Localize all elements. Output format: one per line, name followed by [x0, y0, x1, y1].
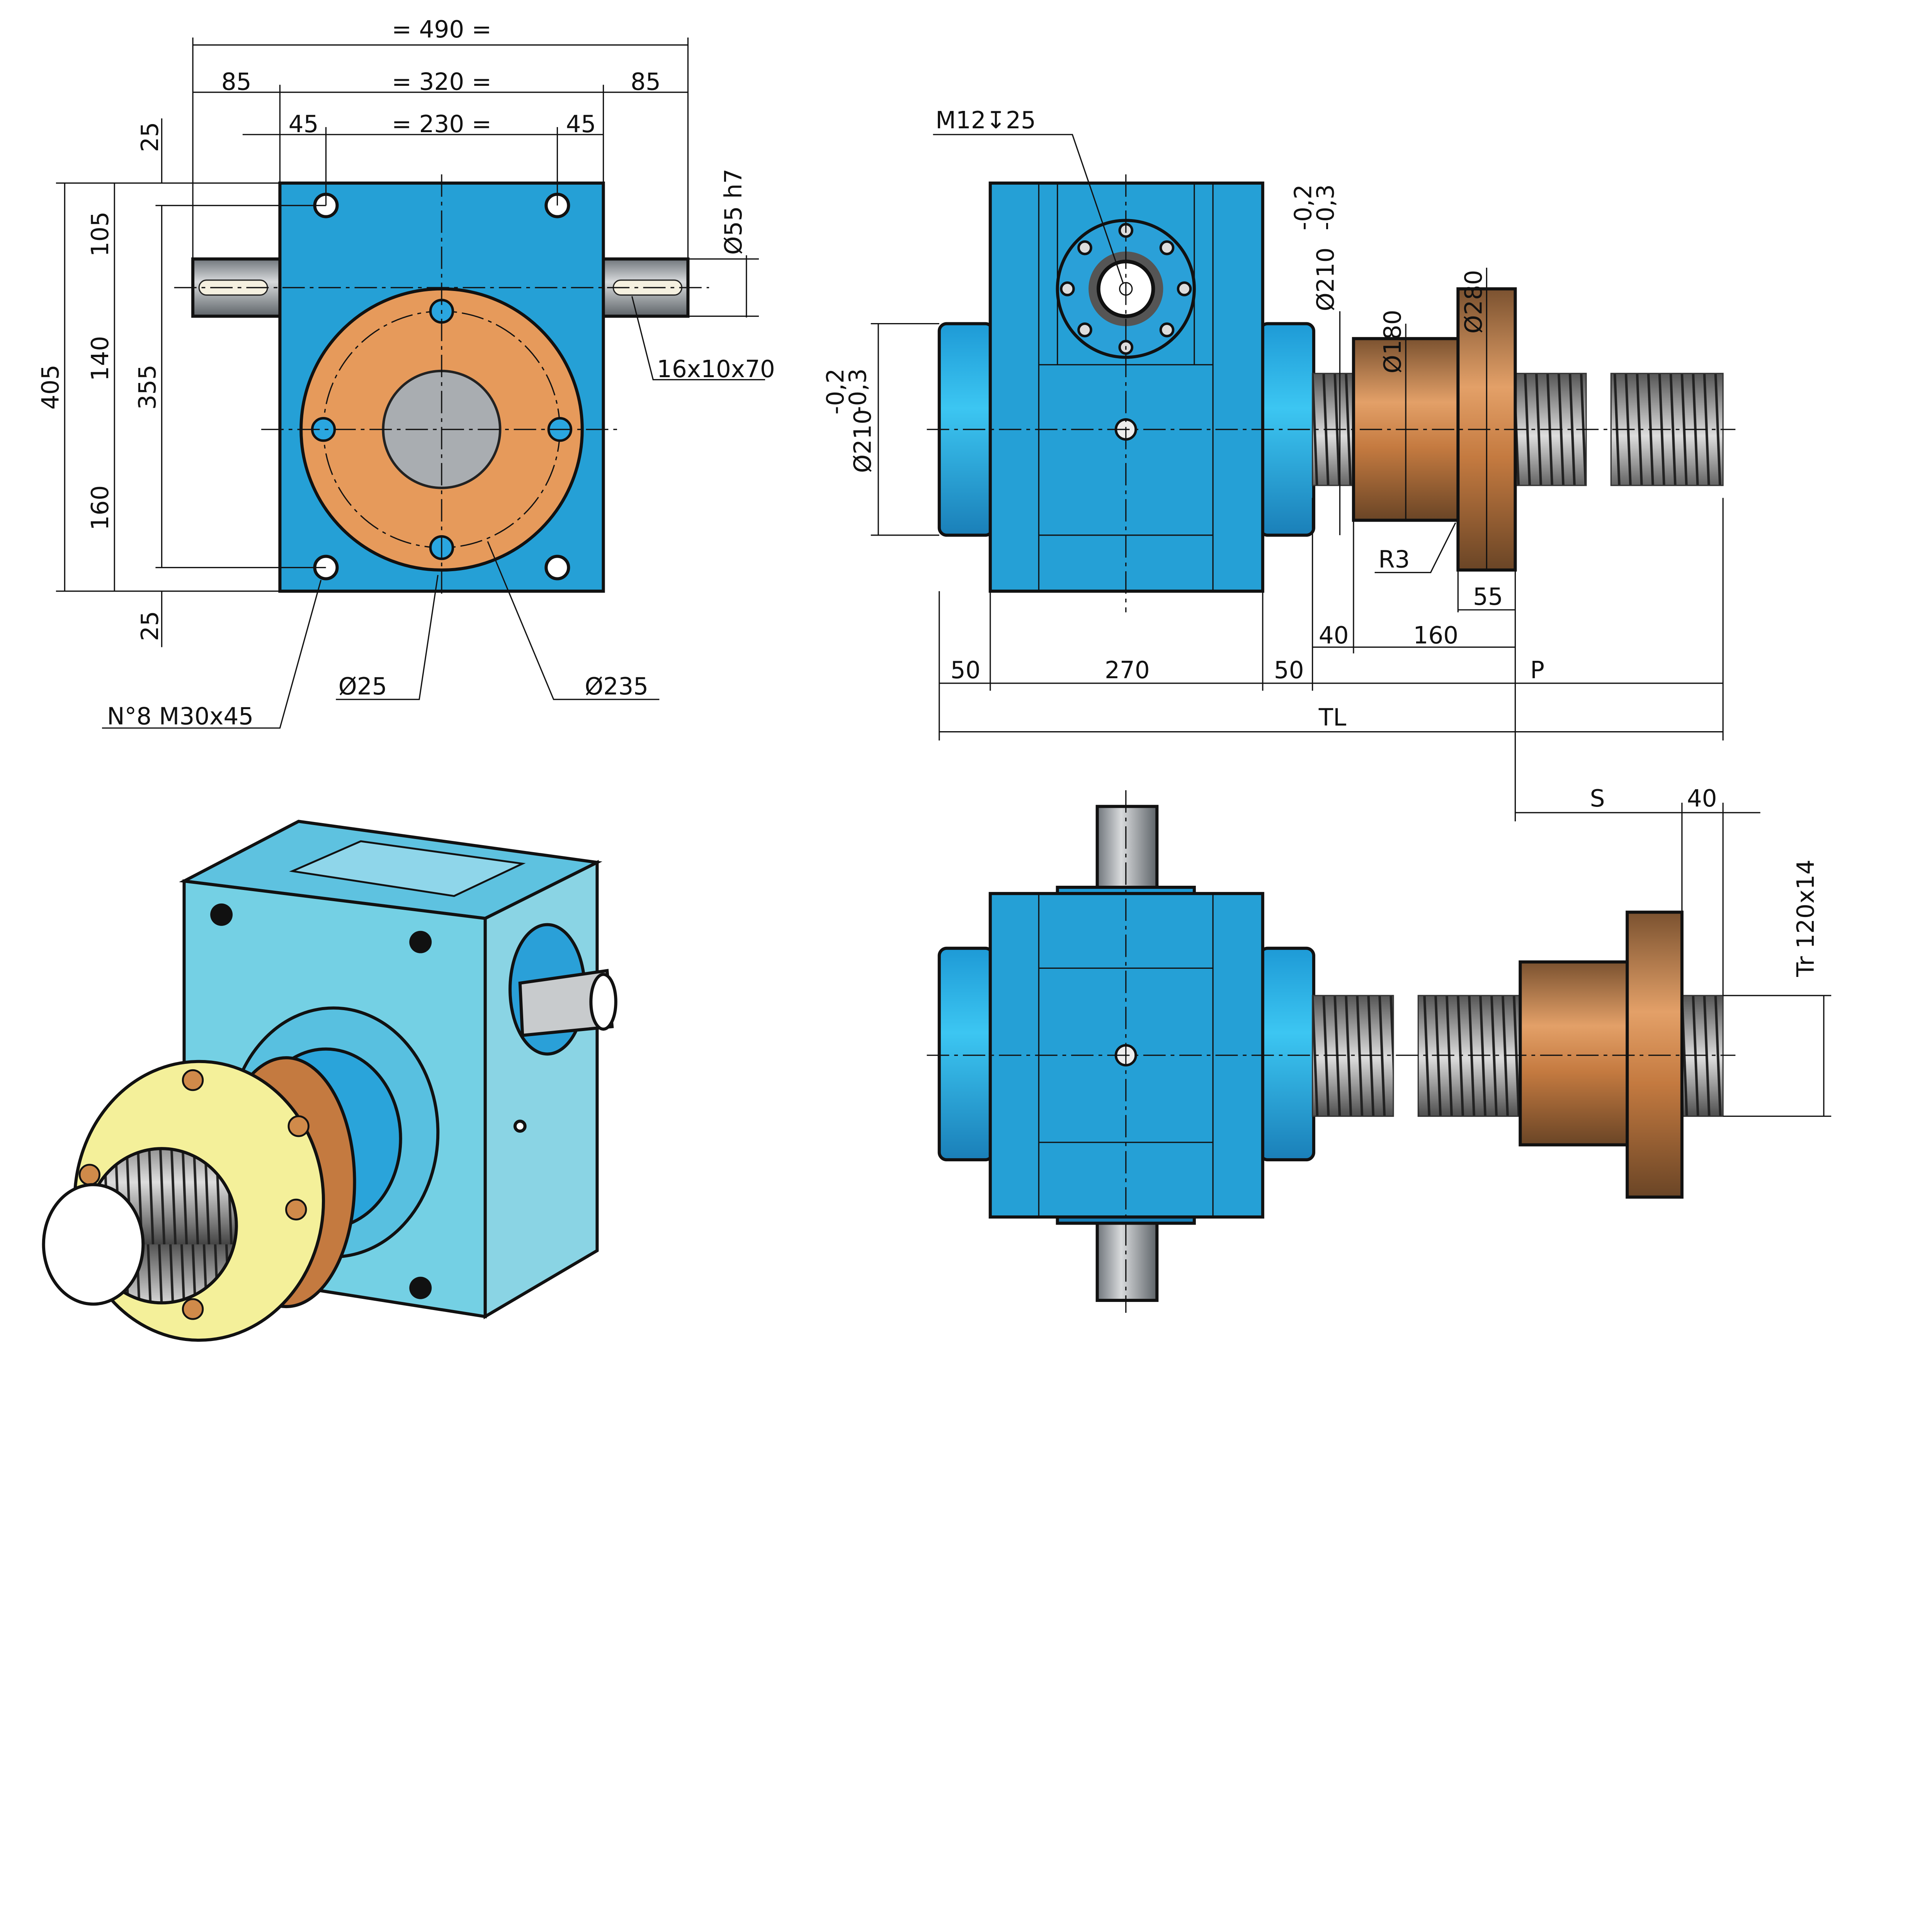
- dim-490: = 490 =: [392, 16, 492, 43]
- tol-lower: -0,3: [844, 368, 872, 414]
- holes-callout: N°8 M30x45: [107, 703, 253, 730]
- dim-405: 405: [37, 364, 64, 410]
- right-cylinder: [1259, 946, 1315, 1162]
- flange-diameter: Ø280: [1460, 270, 1488, 334]
- dim-55: 55: [1473, 583, 1503, 611]
- housing-dia-text: Ø210: [1312, 248, 1339, 311]
- isometric-view: [42, 820, 617, 1342]
- small-hole-callout: Ø25: [338, 673, 387, 700]
- shaft-diameter-callout: Ø55 h7: [720, 168, 747, 255]
- dim-50-left: 50: [951, 657, 981, 684]
- dim-270: 270: [1105, 657, 1150, 684]
- tol-upper: -0,2: [1289, 184, 1317, 230]
- top-view: = 490 = 85 = 320 = 85 45 = 230 = 45 25 1…: [37, 16, 775, 730]
- iso-mounting-holes: [210, 903, 527, 1299]
- side-view: S 40 Tr 120x14: [927, 785, 1832, 1313]
- iso-input-shaft: [518, 969, 614, 1037]
- thread-callout-group: Tr 120x14: [1792, 859, 1820, 977]
- key-callout: 16x10x70: [657, 356, 775, 383]
- dim-85-left: 85: [221, 68, 252, 95]
- dimension-lines: [56, 37, 765, 729]
- pitch-circle-callout: Ø235: [585, 673, 648, 700]
- housing-diameter-left: Ø210-0,2-0,3: [822, 368, 877, 473]
- thread-callout: Tr 120x14: [1792, 859, 1820, 977]
- dim-160: 160: [1413, 622, 1458, 649]
- dim-105: 105: [87, 211, 114, 257]
- housing-dia-text: Ø210: [849, 409, 877, 473]
- dimension-lines: [871, 134, 1724, 822]
- dim-230: = 230 =: [392, 111, 492, 138]
- tapped-hole-size: M12: [935, 107, 986, 134]
- input-shaft-bottom: [1095, 1209, 1159, 1302]
- depth-symbol: ↧: [986, 107, 1006, 134]
- dim-25-bottom: 25: [136, 611, 164, 641]
- tol-lower: -0,3: [1312, 184, 1339, 230]
- cover-bolts: [1060, 223, 1192, 355]
- tapped-hole-depth: 25: [1006, 107, 1036, 134]
- nut-diameter-group: Ø180: [1379, 310, 1406, 373]
- dim-140: 140: [87, 336, 114, 381]
- front-view: M12↧25 Ø210-0,2-0,3 Ø210-0,2-0,3 Ø180 Ø2…: [822, 107, 1736, 822]
- dim-320: = 320 =: [392, 68, 492, 95]
- dim-tl: TL: [1318, 704, 1346, 731]
- dim-85-right: 85: [631, 68, 661, 95]
- housing-diameter-right: Ø210 -0,2-0,3: [1289, 184, 1339, 311]
- flange-diameter-group: Ø280: [1460, 270, 1488, 334]
- dimension-lines: [1515, 803, 1832, 1117]
- nut-diameter: Ø180: [1379, 310, 1406, 373]
- tapped-hole-callout: M12↧25: [935, 107, 1036, 134]
- left-cylinder: [937, 946, 995, 1162]
- iso-flange-holes: [78, 1069, 310, 1320]
- dim-40: 40: [1319, 622, 1349, 649]
- radius-callout: R3: [1378, 546, 1410, 573]
- dim-40-end: 40: [1687, 785, 1717, 812]
- dim-25-top: 25: [136, 122, 164, 152]
- dim-160: 160: [87, 485, 114, 531]
- dim-45-right: 45: [566, 111, 596, 138]
- dim-p: P: [1530, 657, 1544, 684]
- dim-355: 355: [134, 364, 161, 410]
- dim-50-right: 50: [1274, 657, 1304, 684]
- technical-drawing: = 490 = 85 = 320 = 85 45 = 230 = 45 25 1…: [37, 16, 1832, 1342]
- iso-screw-end: [42, 1183, 145, 1306]
- input-shaft-top: [1095, 805, 1159, 902]
- nut-body: [1519, 960, 1631, 1147]
- dim-45-left: 45: [289, 111, 319, 138]
- tol-upper: -0,2: [822, 368, 849, 414]
- dim-s: S: [1590, 785, 1605, 812]
